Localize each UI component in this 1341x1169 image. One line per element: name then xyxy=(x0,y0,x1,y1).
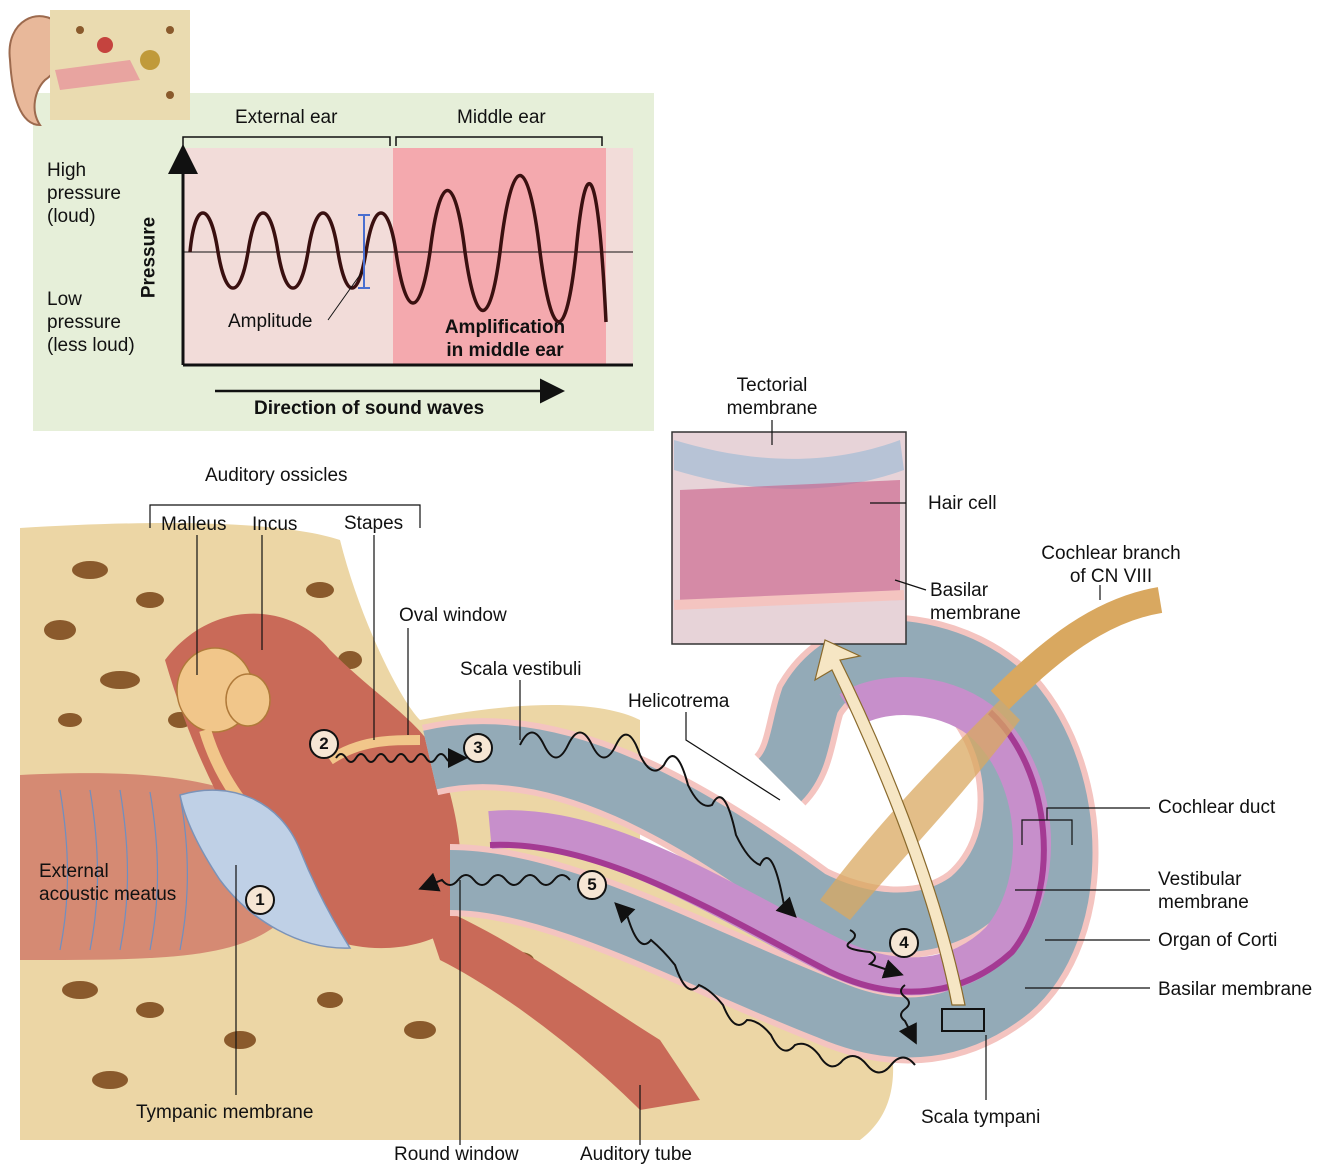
malleus-label: Malleus xyxy=(161,513,226,536)
cochlear-duct-label: Cochlear duct xyxy=(1158,796,1275,819)
incus-label: Incus xyxy=(252,513,297,536)
helicotrema-label: Helicotrema xyxy=(628,690,729,713)
tympanic-membrane-label: Tympanic membrane xyxy=(136,1101,313,1124)
direction-label: Direction of sound waves xyxy=(254,397,484,420)
step-4-number: 4 xyxy=(894,931,914,954)
auditory-ossicles-label: Auditory ossicles xyxy=(205,464,348,487)
tectorial-membrane-label: Tectorial membrane xyxy=(716,374,828,420)
external-acoustic-meatus-label: External acoustic meatus xyxy=(39,860,176,906)
scala-tympani-label: Scala tympani xyxy=(921,1106,1040,1129)
external-ear-label: External ear xyxy=(235,106,337,129)
round-window-label: Round window xyxy=(394,1143,519,1166)
panel-right-edge xyxy=(606,148,633,365)
basilar-membrane-label: Basilar membrane xyxy=(1158,978,1312,1001)
incus-bone xyxy=(226,674,270,726)
high-pressure-label: High pressure (loud) xyxy=(47,159,121,228)
inset-hair-cells xyxy=(680,480,900,605)
hair-cell-label: Hair cell xyxy=(928,492,997,515)
cochlear-nerve xyxy=(1000,600,1160,700)
amplitude-label: Amplitude xyxy=(228,310,313,333)
scala-vestibuli-label: Scala vestibuli xyxy=(460,658,581,681)
auditory-tube-label: Auditory tube xyxy=(580,1143,692,1166)
step-3-number: 3 xyxy=(468,736,488,759)
cochlear-branch-label: Cochlear branch of CN VIII xyxy=(1030,542,1192,588)
step-1-number: 1 xyxy=(250,888,270,911)
pressure-axis-label: Pressure xyxy=(138,213,161,303)
low-pressure-label: Low pressure (less loud) xyxy=(47,288,135,357)
stapes-label: Stapes xyxy=(344,512,403,535)
step-2-number: 2 xyxy=(314,732,334,755)
middle-ear-label: Middle ear xyxy=(457,106,546,129)
organ-of-corti-label: Organ of Corti xyxy=(1158,929,1277,952)
step-5-number: 5 xyxy=(582,873,602,896)
inset-basilar-membrane-label: Basilar membrane xyxy=(930,579,1021,625)
oval-window-label: Oval window xyxy=(399,604,507,627)
vestibular-membrane-label: Vestibular membrane xyxy=(1158,868,1249,914)
amplification-label: Amplification in middle ear xyxy=(425,316,585,362)
